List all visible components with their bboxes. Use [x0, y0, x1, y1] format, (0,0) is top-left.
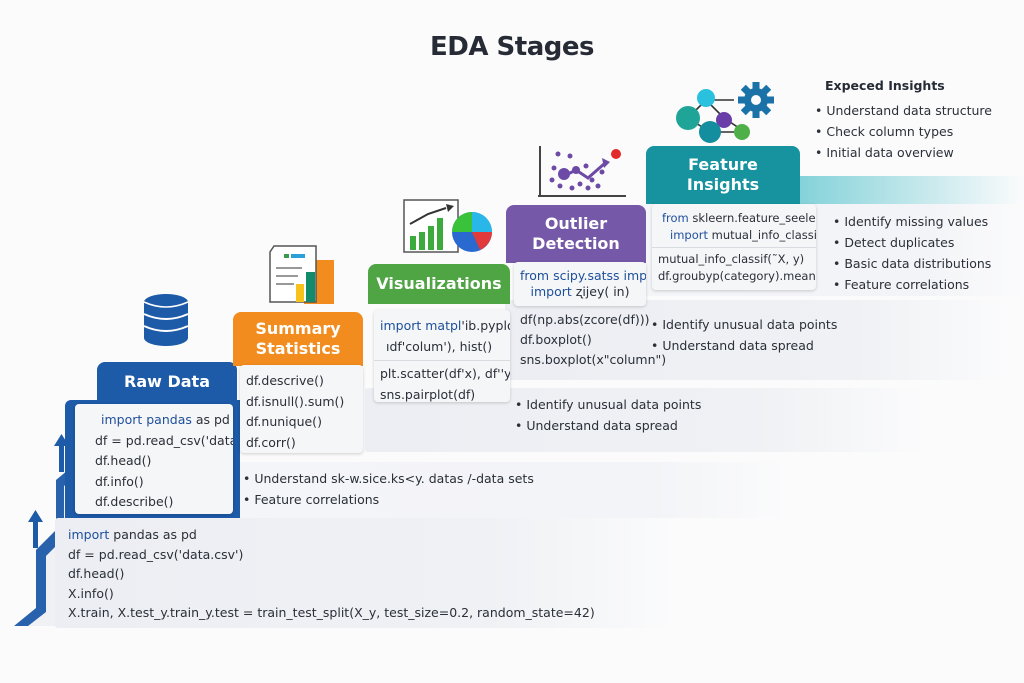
- page-title: EDA Stages: [430, 32, 594, 62]
- visualizations-code-card: import matpl'ib.pyplot ıdf'colum'), hist…: [374, 310, 510, 402]
- insight-item: Basic data distributions: [833, 253, 991, 274]
- visualizations-insights: Identify unusual data points Understand …: [515, 394, 701, 436]
- raw-data-code-card: import pandas as pd df = pd.read_csv('da…: [75, 404, 233, 514]
- code-line: import pandas as pd: [68, 527, 197, 542]
- expected-insights-list: Understand data structure Check column t…: [815, 100, 992, 163]
- stage-header-visualizations: Visualizations: [368, 264, 510, 304]
- insight-item: Feature correlations: [243, 489, 534, 510]
- insight-item: Initial data overview: [815, 142, 992, 163]
- outlier-insights: Identify unusual data points Understand …: [651, 314, 837, 356]
- insight-item: Detect duplicates: [833, 232, 991, 253]
- charts-icon: [403, 199, 492, 253]
- summary-statistics-code-card: df.descrive() df.isnull().sum() df.nuniq…: [240, 365, 363, 453]
- stage-header-raw-data: Raw Data: [97, 362, 237, 402]
- base-code-block: import pandas as pd df = pd.read_csv('da…: [68, 525, 595, 623]
- network-gear-icon: [676, 82, 774, 143]
- scatter-outlier-icon: [538, 146, 626, 197]
- expected-insights-heading: Expeced Insights: [825, 78, 945, 93]
- insight-item: Feature correlations: [833, 274, 991, 295]
- insight-item: Understand data spread: [515, 415, 701, 436]
- feature-insights-code-card: from skleern.feature_seelec import mutua…: [652, 204, 816, 290]
- database-icon: [143, 294, 189, 346]
- arrow-up-icon: [28, 510, 43, 548]
- insight-item: Understand sk-w.sice.ks<y. datas /-data …: [243, 468, 533, 489]
- code-line: X.train, X.test_y.train_y.test = train_t…: [68, 605, 595, 620]
- outlier-import-card: from scipy.satss imp import ʐijey( in): [514, 262, 646, 306]
- feature-gradient-band: [790, 176, 1024, 204]
- insight-item: Identify unusual data points: [651, 314, 837, 335]
- code-line: df = pd.read_csv('data.csv'): [68, 546, 244, 562]
- code-line: df.head(): [68, 566, 125, 581]
- insight-item: Identify unusual data points: [515, 394, 701, 415]
- outlier-code-block: df(np.abs(zcore(df))) df.boxplot() sns.b…: [520, 312, 667, 367]
- code-line: X.info(): [68, 585, 114, 601]
- insight-item: Check column types: [815, 121, 992, 142]
- summary-statistics-insights: Understand sk-w.sice.ks<y. datas /-data …: [243, 468, 534, 510]
- insight-item: Identify missing values: [833, 211, 991, 232]
- base-step-band: [55, 518, 675, 628]
- insight-item: Understand data spread: [651, 335, 837, 356]
- feature-insights-list: Identify missing values Detect duplicate…: [833, 211, 991, 295]
- report-chart-icon: [269, 245, 334, 304]
- insight-item: Understand data structure: [815, 100, 992, 121]
